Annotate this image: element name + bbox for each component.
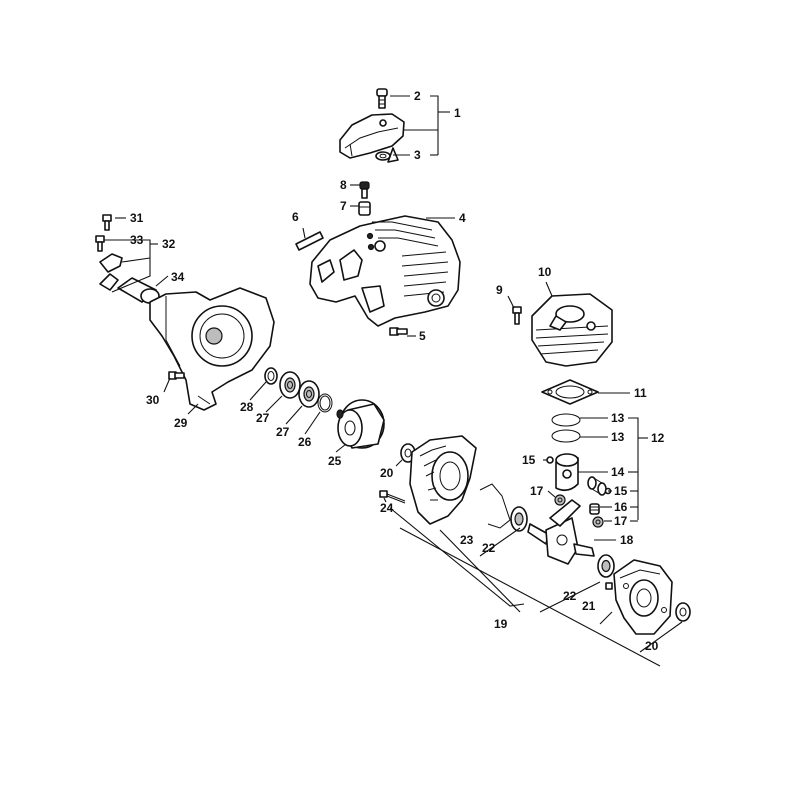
part-screw-33 [95, 235, 105, 252]
leader-lines [104, 95, 683, 667]
callout-8: 8 [340, 178, 347, 192]
part-bearing-22a [510, 506, 528, 532]
callout-27a: 27 [256, 411, 270, 425]
callout-14: 14 [611, 465, 625, 479]
callout-22b: 22 [563, 589, 577, 603]
callout-7: 7 [340, 199, 347, 213]
callout-5: 5 [419, 329, 426, 343]
part-clutch-drum-25 [336, 399, 385, 449]
callout-23: 23 [460, 533, 474, 547]
part-cover-1 [339, 113, 405, 163]
callout-13a: 13 [611, 411, 625, 425]
part-gasket-11 [541, 379, 599, 405]
callout-33: 33 [130, 233, 144, 247]
callout-4: 4 [459, 211, 466, 225]
part-screw-30 [168, 371, 185, 380]
part-ring-13a [551, 413, 581, 427]
part-circlip-26 [317, 393, 333, 413]
callout-13b: 13 [611, 430, 625, 444]
part-bearing-27b [298, 380, 320, 408]
part-bearing-27a [279, 371, 301, 399]
callout-18: 18 [620, 533, 634, 547]
part-circlip-28 [264, 367, 278, 385]
part-crankcase-left [409, 435, 477, 525]
callout-25: 25 [328, 454, 342, 468]
part-ring-13b [551, 429, 581, 443]
part-washer-3 [375, 151, 391, 161]
part-label-6 [295, 231, 324, 251]
callout-31: 31 [130, 211, 144, 225]
callout-19: 19 [494, 617, 508, 631]
callout-29: 29 [174, 416, 188, 430]
callout-16: 16 [614, 500, 628, 514]
part-screw-24 [379, 490, 406, 504]
part-screw-5 [389, 327, 408, 336]
callout-32: 32 [162, 237, 176, 251]
part-screw-2 [376, 88, 388, 109]
callout-20b: 20 [645, 639, 659, 653]
callout-26: 26 [298, 435, 312, 449]
callout-17a: 17 [530, 484, 544, 498]
part-hood-4 [309, 215, 461, 327]
callout-labels: 1 2 3 4 5 6 7 8 9 10 11 12 13 13 14 15 1… [130, 89, 665, 653]
part-clutch-housing-29 [149, 287, 275, 411]
callout-20a: 20 [380, 466, 394, 480]
part-sleeve-7 [358, 201, 371, 216]
part-pin-14b [587, 476, 607, 496]
callout-22a: 22 [482, 541, 496, 555]
part-screw-9 [512, 306, 522, 325]
part-gasket-23 [479, 483, 511, 529]
callout-21: 21 [582, 599, 596, 613]
part-screw-31 [102, 214, 112, 231]
callout-10: 10 [538, 265, 552, 279]
part-crankshaft-18 [527, 499, 595, 565]
part-circlip-15a [546, 456, 554, 464]
callout-12: 12 [651, 431, 665, 445]
callout-6: 6 [292, 210, 299, 224]
part-pin-21 [605, 582, 613, 590]
part-bearing-22b [597, 554, 615, 578]
part-crankcase-right [613, 559, 673, 635]
callout-1: 1 [454, 106, 461, 120]
part-cylinder-10 [531, 293, 613, 367]
callout-9: 9 [496, 283, 503, 297]
part-seal-20b [675, 602, 691, 622]
callout-11: 11 [634, 386, 647, 400]
callout-28: 28 [240, 400, 254, 414]
callout-3: 3 [414, 148, 421, 162]
part-washer-17b [592, 516, 604, 528]
part-piston-14 [555, 453, 579, 492]
callout-24: 24 [380, 501, 394, 515]
part-clamp-32 [99, 253, 123, 291]
callout-27b: 27 [276, 425, 290, 439]
callout-15b: 15 [614, 484, 628, 498]
callout-34: 34 [171, 270, 185, 284]
callout-17b: 17 [614, 514, 628, 528]
part-sleeve-34 [117, 277, 160, 304]
callout-30: 30 [146, 393, 160, 407]
part-screw-8 [359, 181, 370, 199]
callout-2: 2 [414, 89, 421, 103]
part-bearing-16 [589, 503, 600, 515]
part-washer-17a [554, 494, 566, 506]
callout-15a: 15 [522, 453, 536, 467]
